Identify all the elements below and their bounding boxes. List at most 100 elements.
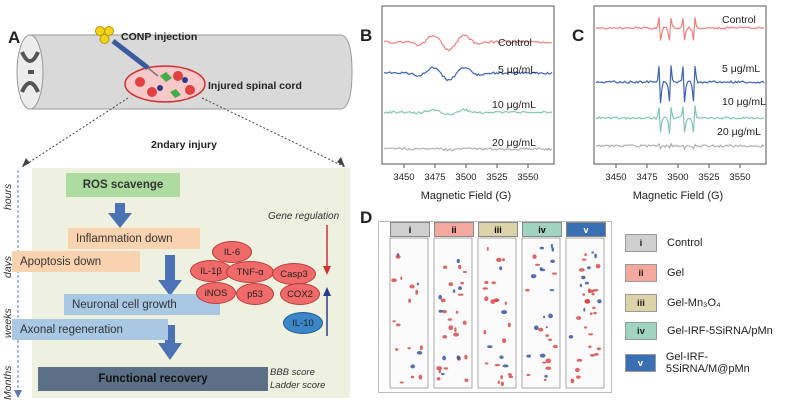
legend-gel: ii Gel: [625, 264, 684, 282]
stain-speck: [530, 274, 537, 279]
stain-speck: [455, 310, 459, 314]
stain-speck: [552, 272, 557, 275]
legend-gel-sirna-mpmn: v Gel-IRF-5SiRNA/M@pMn: [625, 351, 787, 375]
series-label-control: Control: [722, 14, 756, 26]
stain-speck: [490, 299, 496, 304]
stain-speck: [539, 353, 546, 358]
panel-d-letter: D: [360, 208, 373, 227]
stain-speck: [454, 327, 457, 333]
stain-speck: [525, 288, 530, 292]
stain-speck: [448, 282, 453, 287]
strip-header-ii: ii: [434, 222, 474, 237]
cell-icon: [170, 89, 181, 98]
stain-speck: [534, 325, 539, 331]
stain-speck: [448, 325, 454, 331]
cell-icon: [182, 77, 188, 83]
stain-speck: [532, 254, 537, 259]
stain-speck: [497, 380, 500, 385]
stain-speck: [443, 265, 448, 269]
x-tick: 3500: [455, 172, 476, 183]
stain-speck: [594, 253, 597, 259]
stain-speck: [416, 351, 423, 355]
series-label-10: 10 μg/mL: [492, 99, 536, 111]
cell-icon: [135, 77, 145, 87]
secondary-injury-label: 2ndary injury: [151, 139, 217, 151]
stain-speck: [436, 377, 441, 381]
series-label-control: Control: [498, 37, 532, 49]
stain-speck: [508, 375, 514, 379]
legend-chip-ii: ii: [625, 264, 657, 282]
stain-speck: [416, 282, 419, 286]
stain-speck: [483, 330, 487, 335]
strip-header-v: v: [566, 222, 606, 237]
stain-specks: [391, 243, 602, 387]
legend-chip-i: i: [625, 234, 657, 252]
stain-speck: [499, 355, 504, 359]
stain-speck: [396, 323, 401, 327]
stain-speck: [581, 275, 586, 280]
trace-5ugml: [595, 65, 765, 104]
stain-speck: [545, 358, 552, 364]
stain-speck: [453, 332, 459, 337]
stain-speck: [452, 289, 456, 293]
inflammation-box: Inflammation down: [68, 228, 200, 249]
series-label-20: 20 μg/mL: [492, 137, 536, 149]
stain-speck: [581, 258, 587, 261]
neuronal-growth-box: Neuronal cell growth: [64, 294, 220, 315]
stain-speck: [410, 364, 416, 369]
stain-speck: [597, 299, 602, 304]
panel-a-graphics: [14, 26, 353, 398]
stain-speck: [502, 258, 506, 262]
stain-speck: [542, 361, 547, 364]
stain-speck: [507, 373, 512, 376]
stain-speck: [596, 347, 602, 351]
stain-speck: [487, 345, 493, 349]
flow-arrow: [158, 325, 182, 360]
marker-casp3: Casp3: [272, 263, 316, 285]
stain-speck: [592, 306, 596, 310]
marker-il10: IL-10: [283, 312, 323, 334]
cell-icon: [147, 87, 157, 97]
stain-speck: [443, 367, 449, 370]
legend-label-gel-sirna-mpmn: Gel-IRF-5SiRNA/M@pMn: [665, 351, 750, 375]
stain-speck: [575, 367, 580, 373]
panel-b-letter: B: [360, 26, 373, 45]
panel-a-letter: A: [8, 28, 21, 47]
epr-chart-c: Control 5 μg/mL 10 μg/mL 20 μg/mL 3450 3…: [593, 5, 767, 202]
stain-speck: [549, 289, 555, 292]
stain-speck: [458, 264, 462, 270]
stain-speck: [442, 355, 446, 361]
cell-icon: [160, 72, 172, 82]
strip-header-i: i: [390, 222, 430, 237]
strip-header-iv: iv: [522, 222, 562, 237]
stain-speck: [526, 373, 531, 377]
stain-speck: [501, 338, 507, 344]
marker-inos: iNOS: [196, 282, 236, 304]
stain-speck: [504, 301, 507, 306]
stain-speck: [462, 320, 467, 325]
cell-icon: [173, 71, 183, 81]
stain-speck: [420, 345, 423, 351]
plot-frame: [593, 5, 767, 165]
legend-chip-v: v: [625, 354, 656, 372]
cell-icon: [157, 85, 163, 91]
legend-chip-iii: iii: [625, 294, 657, 312]
x-tick: 3550: [729, 172, 750, 183]
stain-speck: [535, 263, 540, 266]
stain-speck: [456, 355, 461, 360]
x-tick: 3550: [517, 172, 538, 183]
legend-gel-sirna-pmn: iv Gel-IRF-5SiRNA/pMn: [625, 322, 773, 340]
x-tick: 3475: [636, 172, 657, 183]
marker-il6: IL-6: [212, 241, 252, 263]
stain-speck: [595, 264, 601, 269]
ladder-score-label: Ladder score: [270, 380, 326, 391]
marker-p53: p53: [236, 283, 274, 305]
stain-speck: [399, 381, 404, 384]
stain-speck: [407, 347, 411, 350]
stain-speck: [587, 266, 591, 270]
stain-speck: [570, 378, 575, 384]
stain-speck: [496, 257, 502, 262]
x-tick: 3525: [698, 172, 719, 183]
strip-header-iii: iii: [478, 222, 518, 237]
